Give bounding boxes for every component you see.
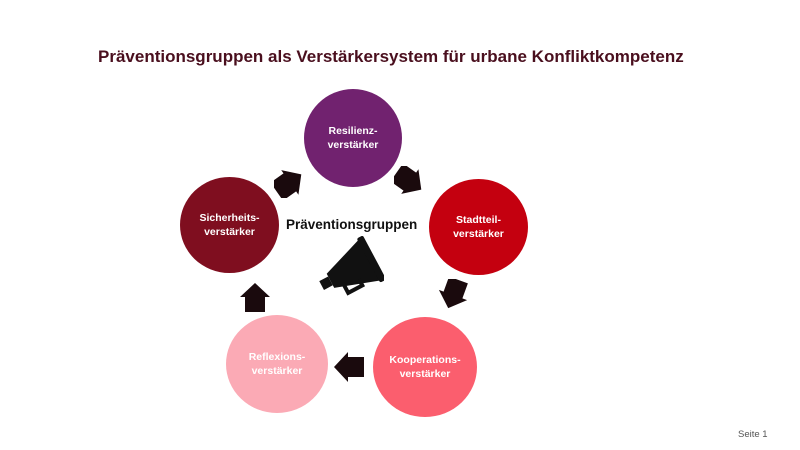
arrow-sicherheit-to-resilienz	[274, 170, 302, 198]
node-kooperationsverstaerker: Kooperations- verstärker	[373, 317, 477, 417]
page-number: Seite 1	[738, 429, 768, 440]
node-resilienzverstaerker: Resilienz- verstärker	[304, 89, 402, 187]
node-label-line1: Reflexions-	[248, 350, 306, 363]
arrow-kooperation-to-reflexion	[334, 352, 364, 382]
center-label: Präventionsgruppen	[286, 217, 418, 232]
node-label-line2: verstärker	[453, 228, 504, 240]
arrow-reflexion-to-sicherheit	[240, 283, 270, 312]
node-label-line1: Kooperations-	[389, 353, 461, 366]
megaphone-icon	[319, 236, 384, 296]
node-label-line1: Resilienz-	[328, 124, 378, 137]
slide-title: Präventionsgruppen als Verstärkersystem …	[98, 47, 684, 66]
node-sicherheitsverstaerker: Sicherheits- verstärker	[180, 177, 279, 273]
arrow-resilienz-to-stadtteil	[394, 166, 422, 194]
arrow-stadtteil-to-kooperation	[438, 279, 468, 309]
node-label-line2: verstärker	[251, 365, 303, 377]
node-label-line1: Stadtteil-	[456, 213, 501, 226]
node-label-line2: verstärker	[204, 226, 255, 238]
node-label-line2: verstärker	[327, 139, 379, 151]
node-reflexionsverstaerker: Reflexions- verstärker	[226, 315, 328, 413]
node-label-line2: verstärker	[399, 368, 451, 380]
node-label-line1: Sicherheits-	[199, 211, 260, 224]
node-stadtteilverstaerker: Stadtteil- verstärker	[429, 179, 528, 275]
